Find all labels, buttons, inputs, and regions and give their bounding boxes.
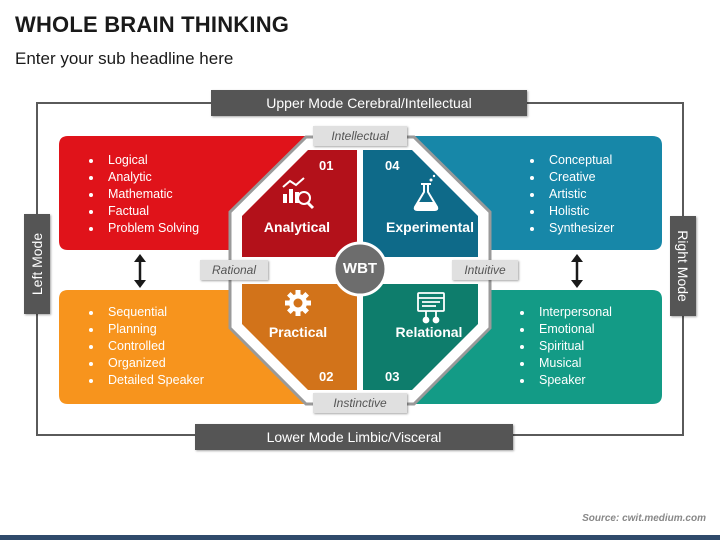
panel-upper-left: [59, 136, 306, 250]
analytics-chart-icon: [282, 177, 315, 210]
tag-instinctive: Instinctive: [313, 393, 407, 413]
list-item: Planning: [86, 321, 204, 338]
inner-analytical: [242, 150, 357, 257]
list-item: Musical: [517, 355, 612, 372]
page-title: WHOLE BRAIN THINKING: [15, 12, 290, 37]
right-mode-label: Right Mode: [675, 230, 691, 302]
list-item: Mathematic: [86, 186, 199, 203]
upper-mode-bar: Upper Mode Cerebral/Intellectual: [211, 90, 527, 116]
experimental-number: 04: [385, 158, 400, 173]
right-mode-bar: Right Mode: [670, 216, 696, 316]
list-item: Artistic: [527, 186, 614, 203]
list-item: Organized: [86, 355, 204, 372]
practical-list: Sequential Planning Controlled Organized…: [86, 304, 204, 389]
lower-mode-bar: Lower Mode Limbic/Visceral: [195, 424, 513, 450]
left-mode-bar: Left Mode: [24, 214, 50, 314]
analytical-number: 01: [319, 158, 334, 173]
left-double-arrow: [134, 254, 146, 288]
relational-list: Interpersonal Emotional Spiritual Musica…: [517, 304, 612, 389]
network-icon: [417, 292, 445, 324]
list-item: Logical: [86, 152, 199, 169]
analytical-label: Analytical: [263, 219, 331, 235]
list-item: Creative: [527, 169, 614, 186]
upper-mode-label: Upper Mode Cerebral/Intellectual: [266, 95, 472, 111]
center-circle: [332, 241, 388, 297]
bottom-strip: [0, 535, 720, 540]
inner-practical: [242, 284, 357, 390]
inner-relational: [363, 284, 478, 390]
practical-label: Practical: [268, 324, 328, 340]
left-mode-label: Left Mode: [29, 232, 46, 296]
gear-icon: [285, 290, 311, 316]
relational-number: 03: [385, 369, 400, 384]
relational-label: Relational: [395, 324, 463, 340]
flask-icon: [413, 174, 439, 211]
list-item: Conceptual: [527, 152, 614, 169]
list-item: Holistic: [527, 203, 614, 220]
panel-lower-right: [414, 290, 662, 404]
tag-rational: Rational: [200, 260, 268, 280]
lower-mode-label: Lower Mode Limbic/Visceral: [266, 429, 442, 445]
experimental-list: Conceptual Creative Artistic Holistic Sy…: [527, 152, 614, 237]
source-credit: Source: cwit.medium.com: [582, 513, 706, 524]
experimental-label: Experimental: [386, 219, 474, 235]
analytical-list: Logical Analytic Mathematic Factual Prob…: [86, 152, 199, 237]
panel-lower-left: [59, 290, 306, 404]
panel-upper-right: [414, 136, 662, 250]
practical-number: 02: [319, 369, 334, 384]
list-item: Detailed Speaker: [86, 372, 204, 389]
right-double-arrow: [571, 254, 583, 288]
tag-intuitive: Intuitive: [452, 260, 518, 280]
page-subtitle: Enter your sub headline here: [15, 49, 234, 68]
list-item: Controlled: [86, 338, 204, 355]
list-item: Analytic: [86, 169, 199, 186]
list-item: Emotional: [517, 321, 612, 338]
list-item: Speaker: [517, 372, 612, 389]
tag-intellectual: Intellectual: [313, 126, 407, 146]
list-item: Spiritual: [517, 338, 612, 355]
list-item: Synthesizer: [527, 220, 614, 237]
list-item: Problem Solving: [86, 220, 199, 237]
center-label: WBT: [342, 259, 378, 277]
list-item: Sequential: [86, 304, 204, 321]
list-item: Interpersonal: [517, 304, 612, 321]
list-item: Factual: [86, 203, 199, 220]
